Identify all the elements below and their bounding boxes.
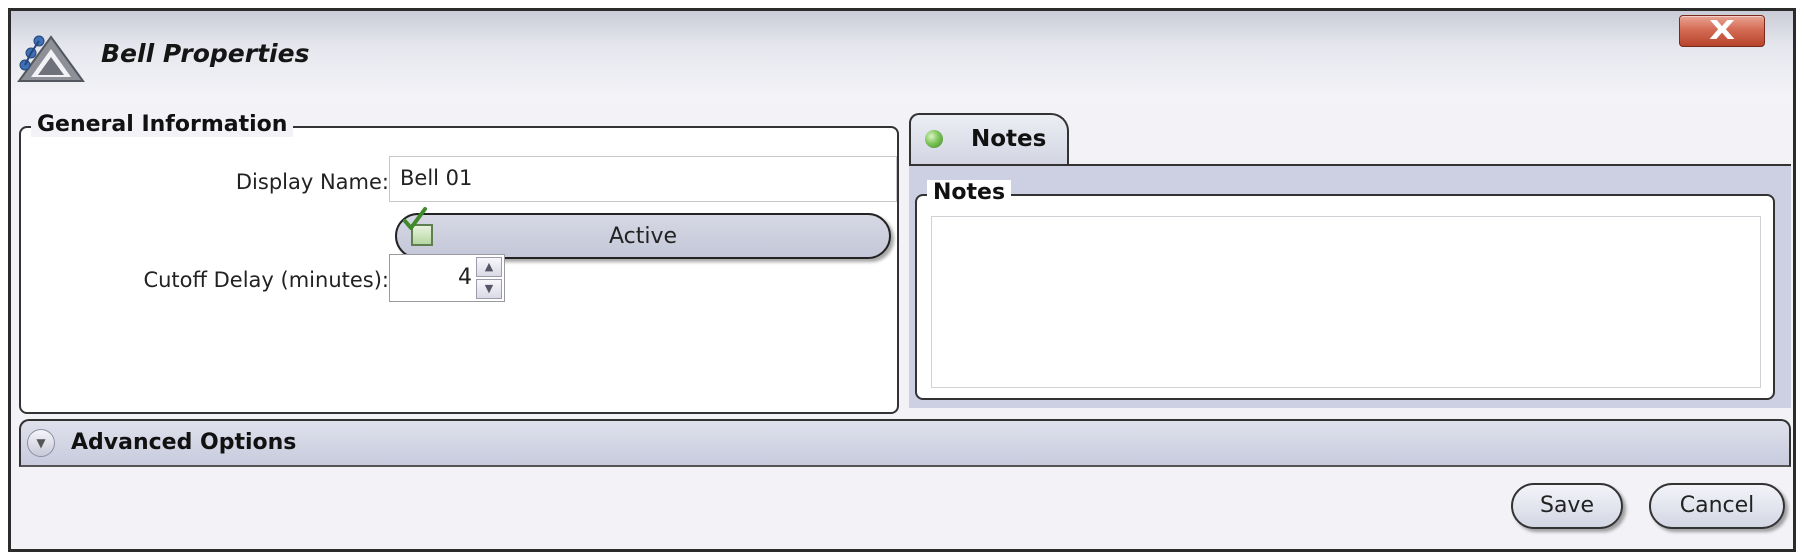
notes-group: Notes xyxy=(915,180,1775,400)
close-button[interactable]: X xyxy=(1679,15,1765,47)
checkmark-icon xyxy=(403,207,427,230)
display-name-label: Display Name: xyxy=(235,170,389,194)
active-toggle-button[interactable]: Active xyxy=(395,207,891,259)
tab-notes[interactable]: Notes xyxy=(909,113,1069,165)
status-dot-icon xyxy=(925,130,943,148)
general-information-legend: General Information xyxy=(31,112,294,137)
general-information-group: General Information Display Name: Bell 0… xyxy=(19,112,899,414)
triangle-down-icon: ▼ xyxy=(484,282,494,295)
notes-tab-panel: Notes xyxy=(909,164,1791,408)
active-label: Active xyxy=(608,224,678,249)
chevron-down-icon[interactable]: ▼ xyxy=(27,429,55,457)
dialog-title: Bell Properties xyxy=(101,39,310,68)
cutoff-delay-label: Cutoff Delay (minutes): xyxy=(143,268,389,292)
cutoff-delay-stepper[interactable]: 4 ▲ ▼ xyxy=(389,254,505,302)
notes-textarea[interactable] xyxy=(931,216,1761,388)
triangle-up-icon: ▲ xyxy=(484,260,494,273)
stepper-up-button[interactable]: ▲ xyxy=(476,257,502,277)
advanced-options-expander[interactable]: ▼ Advanced Options xyxy=(19,419,1791,467)
advanced-options-label: Advanced Options xyxy=(71,430,297,455)
cutoff-delay-value[interactable]: 4 xyxy=(458,265,472,290)
display-name-input[interactable]: Bell 01 xyxy=(389,156,897,202)
save-button[interactable]: Save xyxy=(1511,483,1623,529)
close-icon: X xyxy=(1708,16,1736,46)
title-bar[interactable]: Bell Properties X xyxy=(11,11,1793,101)
cancel-button[interactable]: Cancel xyxy=(1649,483,1785,529)
active-checkbox[interactable] xyxy=(411,224,433,246)
notes-legend: Notes xyxy=(927,180,1012,205)
tab-notes-label: Notes xyxy=(971,126,1047,152)
bell-properties-dialog: Bell Properties X General Information Di… xyxy=(8,8,1796,552)
stepper-down-button[interactable]: ▼ xyxy=(476,279,502,299)
app-logo-icon xyxy=(17,35,85,82)
